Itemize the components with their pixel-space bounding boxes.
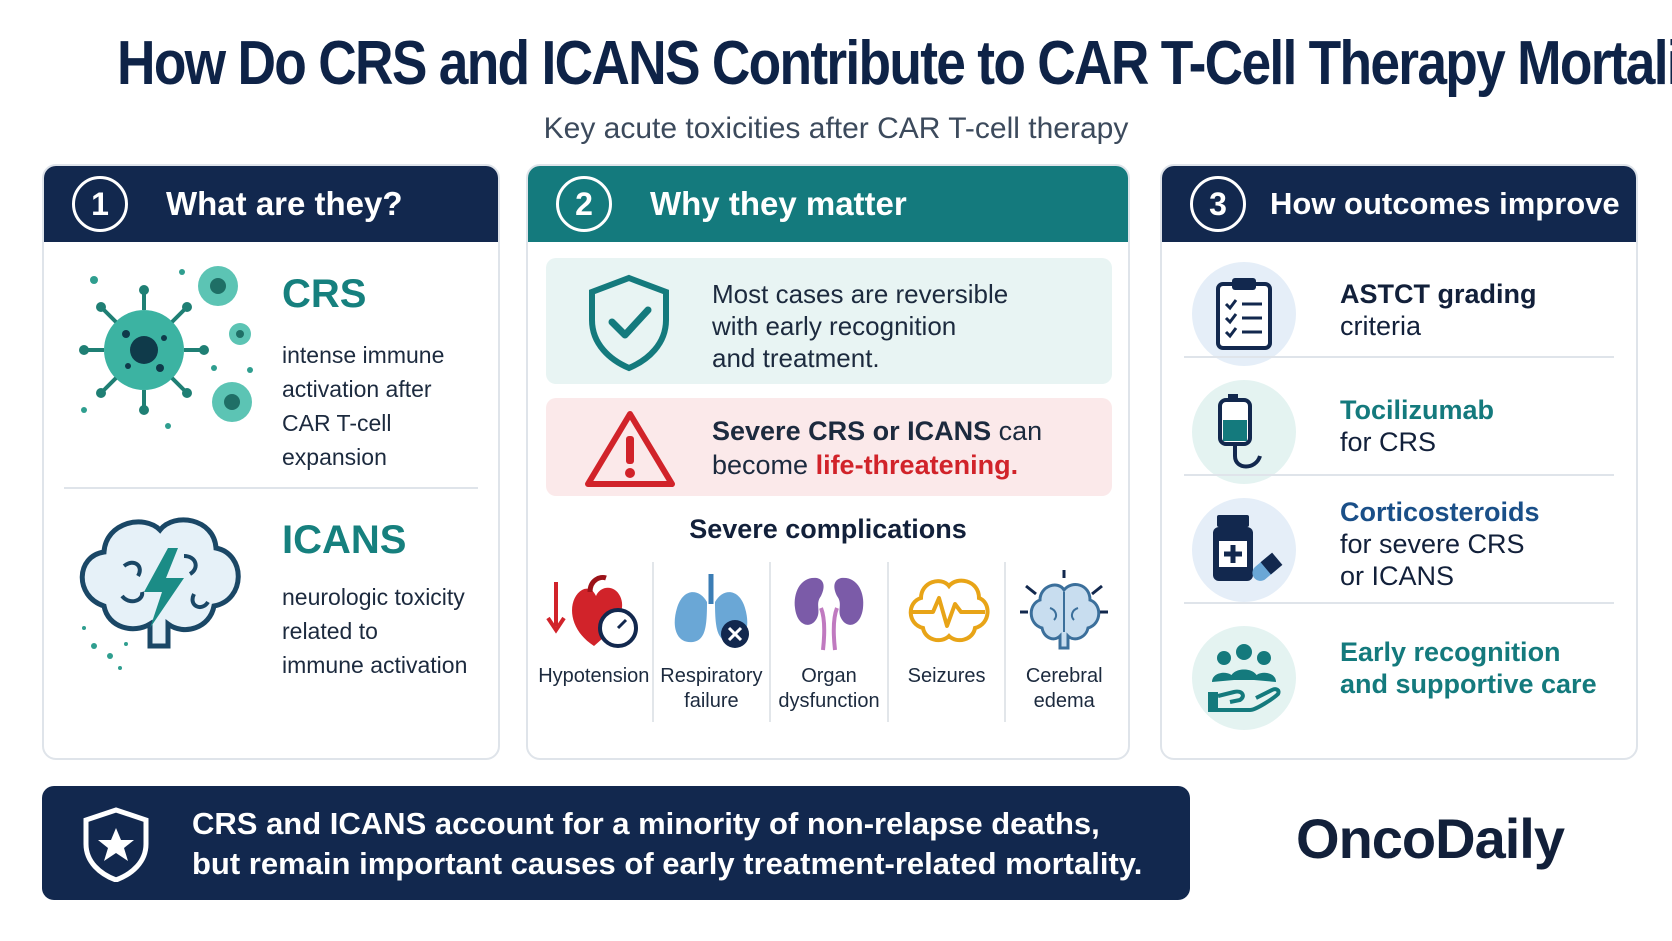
improvement-title: Tocilizumab (1340, 395, 1495, 425)
danger-lead: Severe CRS or ICANS (712, 416, 992, 446)
improvement-title: ASTCT grading (1340, 279, 1537, 309)
reversible-callout: Most cases are reversible with early rec… (546, 258, 1112, 384)
panel-why-they-matter: 2 Why they matter Most cases are reversi… (526, 164, 1130, 760)
lungs-icon (675, 574, 750, 648)
care-hand-icon (1192, 626, 1296, 730)
page-subtitle: Key acute toxicities after CAR T-cell th… (543, 112, 1129, 145)
complication-item: Hypotension (536, 562, 652, 722)
improvement-detail: criteria (1340, 311, 1422, 341)
improvement-title: Corticosteroids (1340, 497, 1540, 527)
danger-tail: can (991, 416, 1043, 446)
complication-label-line: Cerebral (1025, 665, 1103, 687)
callout-line: and treatment. (712, 343, 880, 373)
improvement-text: Tocilizumab for CRS (1340, 394, 1630, 458)
crs-definition: CRS intense immune activation after CAR … (44, 250, 498, 480)
icans-desc-line: immune activation (282, 652, 468, 678)
complications-heading: Severe complications (689, 514, 967, 544)
complication-label-line: Respiratory (660, 665, 763, 687)
improvement-title: and supportive care (1340, 669, 1597, 699)
clipboard-checklist-icon (1192, 262, 1296, 366)
kidneys-icon (794, 577, 864, 651)
reversible-text: Most cases are reversible with early rec… (712, 278, 1092, 374)
complication-label: Seizures (889, 664, 1005, 689)
complication-label-line: Seizures (907, 665, 986, 687)
complication-label: Cerebral edema (1006, 664, 1122, 714)
iv-bag-icon (1192, 380, 1296, 484)
panel-what-are-they: 1 What are they? (42, 164, 500, 760)
complication-label-line: Organ (801, 665, 857, 687)
complication-label-line: dysfunction (778, 690, 880, 712)
improvement-item: Corticosteroids for severe CRS or ICANS (1162, 488, 1636, 608)
crs-description: intense immune activation after CAR T-ce… (282, 338, 497, 474)
improvement-item: ASTCT grading criteria (1162, 252, 1636, 372)
panel-heading: Why they matter (650, 185, 907, 222)
summary-line: but remain important causes of early tre… (192, 846, 1143, 881)
complication-item: Respiratory failure (651, 562, 770, 722)
danger-lead2: become (712, 450, 816, 480)
brain-wave-icon (908, 578, 990, 643)
step-number: 3 (1190, 176, 1246, 232)
panel-header: 1 What are they? (44, 166, 498, 242)
warning-icon (585, 411, 675, 487)
page-title: How Do CRS and ICANS Contribute to CAR T… (117, 29, 1672, 98)
crs-desc-line: activation after (282, 376, 432, 402)
shield-star-icon (83, 807, 149, 882)
complications-list: Hypotension Respiratory failure Organ dysf… (536, 562, 1122, 722)
brand-logo: OncoDaily (1296, 807, 1565, 870)
icans-description: neurologic toxicity related to immune ac… (282, 580, 497, 682)
complication-label-line: edema (1033, 690, 1095, 712)
shield-check-icon (589, 274, 669, 372)
crs-desc-line: intense immune (282, 342, 445, 368)
complication-label-line: failure (684, 690, 739, 712)
icans-definition: ICANS neurologic toxicity related to imm… (44, 496, 498, 736)
heart-gauge-icon (546, 575, 638, 648)
complication-label: Respiratory failure (654, 664, 770, 714)
crs-term: CRS (282, 272, 367, 316)
callout-line: with early recognition (712, 311, 957, 341)
danger-text: Severe CRS or ICANS can become life-thre… (712, 414, 1102, 482)
improvement-item: Early recognition and supportive care (1162, 616, 1636, 736)
danger-emphasis: life-threatening. (815, 450, 1019, 480)
brain-lightning-icon (79, 517, 241, 670)
divider (64, 487, 478, 489)
panel-heading: What are they? (166, 185, 403, 222)
icans-desc-line: related to (282, 618, 378, 644)
step-number: 1 (72, 176, 128, 232)
complication-label: Organ dysfunction (771, 664, 887, 714)
complication-item: Organ dysfunction (769, 562, 887, 722)
improvement-text: Corticosteroids for severe CRS or ICANS (1340, 496, 1630, 592)
divider (1184, 474, 1614, 476)
danger-callout: Severe CRS or ICANS can become life-thre… (546, 398, 1112, 496)
improvement-text: Early recognition and supportive care (1340, 636, 1630, 700)
complication-item: Seizures (886, 562, 1005, 722)
improvement-detail: or ICANS (1340, 561, 1455, 591)
panel-header: 2 Why they matter (528, 166, 1128, 242)
divider (1184, 602, 1614, 604)
icans-desc-line: neurologic toxicity (282, 584, 465, 610)
improvement-detail: for severe CRS (1340, 529, 1525, 559)
icans-term: ICANS (282, 518, 407, 562)
step-number: 2 (556, 176, 612, 232)
improvement-detail: for CRS (1340, 427, 1437, 457)
improvement-title: Early recognition (1340, 637, 1561, 667)
callout-line: Most cases are reversible (712, 279, 1009, 309)
complication-label: Hypotension (536, 664, 652, 689)
virus-icon (79, 266, 253, 429)
divider (1184, 356, 1614, 358)
panel-header: 3 How outcomes improve (1162, 166, 1636, 242)
panel-how-outcomes-improve: 3 How outcomes improve ASTCT grading cri… (1160, 164, 1638, 760)
summary-text: CRS and ICANS account for a minority of … (192, 804, 1172, 884)
summary-banner: CRS and ICANS account for a minority of … (42, 786, 1190, 900)
panel-heading: How outcomes improve (1270, 186, 1620, 221)
medicine-bottle-icon (1192, 498, 1296, 602)
improvement-text: ASTCT grading criteria (1340, 278, 1630, 342)
summary-line: CRS and ICANS account for a minority of … (192, 806, 1100, 841)
complication-label-line: Hypotension (538, 665, 650, 687)
improvement-item: Tocilizumab for CRS (1162, 370, 1636, 490)
complication-item: Cerebral edema (1004, 562, 1122, 722)
crs-desc-line: CAR T-cell expansion (282, 410, 392, 470)
brain-swelling-icon (1020, 570, 1109, 650)
